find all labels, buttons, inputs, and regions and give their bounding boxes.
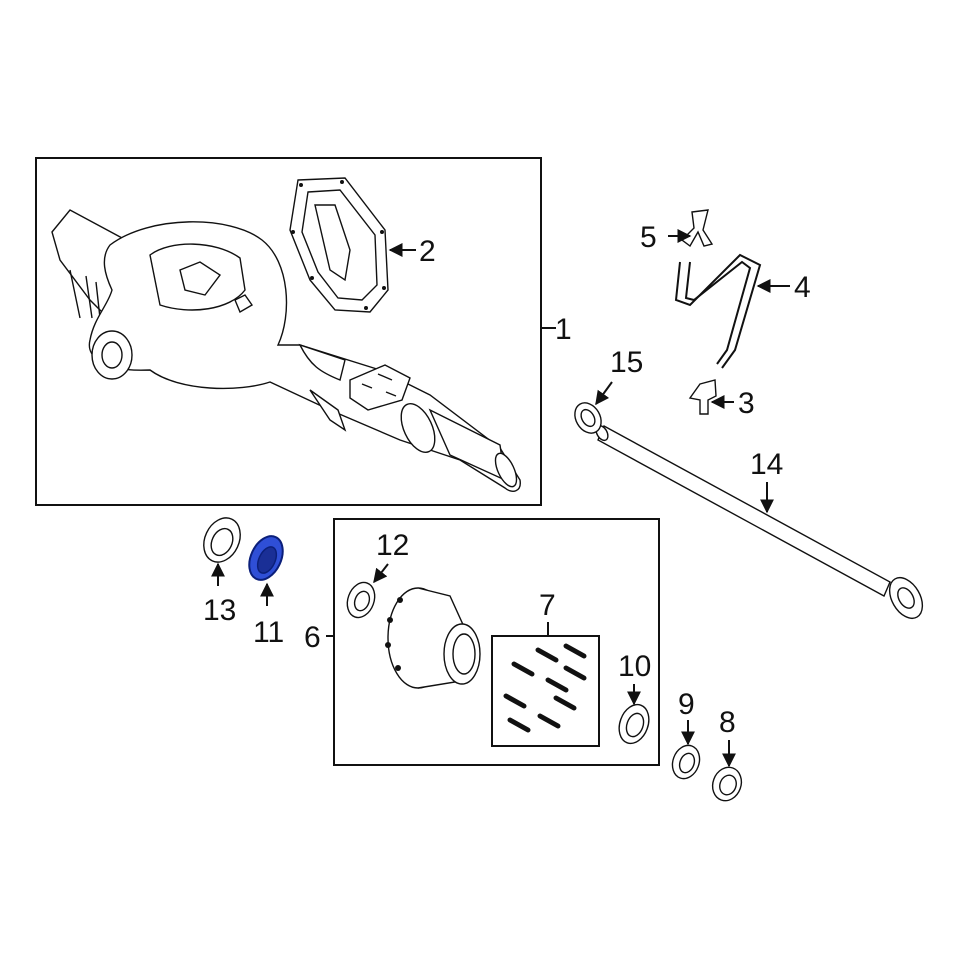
outer-race[interactable]: [708, 763, 746, 805]
axle-shaft[interactable]: [594, 424, 929, 624]
hub-bearing-inner[interactable]: [343, 579, 380, 622]
callout-2: 2: [419, 235, 436, 268]
callout-1: 1: [555, 313, 572, 346]
differential-cover[interactable]: [289, 177, 389, 313]
callout-14: 14: [750, 448, 783, 481]
callout-6: 6: [304, 621, 321, 654]
hub-seal[interactable]: [614, 700, 654, 747]
callout-15: 15: [610, 346, 643, 379]
shaft-washer[interactable]: [570, 398, 607, 438]
inner-seal-highlighted[interactable]: [243, 531, 290, 585]
callout-9: 9: [678, 688, 695, 721]
axle-housing[interactable]: [51, 209, 521, 492]
callout-8: 8: [719, 706, 736, 739]
vent-fitting[interactable]: [688, 379, 717, 415]
callout-4: 4: [794, 271, 811, 304]
callout-7: 7: [539, 589, 556, 622]
callout-5: 5: [640, 221, 657, 254]
outer-seal[interactable]: [197, 512, 247, 568]
vent-tube[interactable]: [674, 253, 762, 369]
stud-group-box: [491, 635, 600, 747]
hub-group-box: [333, 518, 660, 766]
callout-12: 12: [376, 529, 409, 562]
wheel-studs[interactable]: [503, 643, 587, 733]
leader-lines: [211, 229, 790, 768]
callout-13: 13: [203, 594, 236, 627]
callout-10: 10: [618, 650, 651, 683]
callout-11: 11: [253, 616, 284, 649]
wheel-hub[interactable]: [385, 587, 481, 689]
callout-3: 3: [738, 387, 755, 420]
vent-cap[interactable]: [680, 209, 714, 248]
outer-bearing[interactable]: [668, 742, 704, 783]
axle-housing-group-box: [35, 157, 542, 506]
